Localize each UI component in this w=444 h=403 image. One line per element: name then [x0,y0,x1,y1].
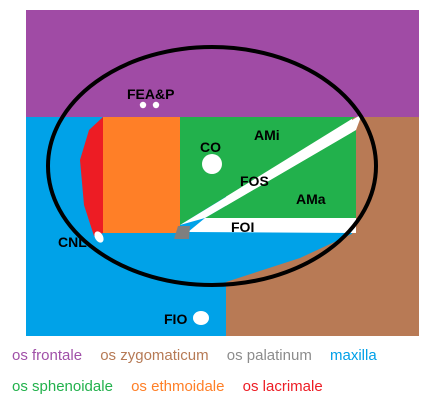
legend-os-frontale: os frontale [12,347,83,364]
legend-maxilla: maxilla [330,347,377,364]
label-cnl: CNL [58,234,87,250]
legend-row-1: os frontale os zygomaticum os palatinum … [12,347,391,364]
fos-fissure [180,114,362,225]
foramen-ethmoidale-anterior [139,101,147,109]
label-co: CO [200,139,221,155]
label-ami: AMi [254,127,280,143]
label-fea-p: FEA&P [127,86,174,102]
label-ama: AMa [296,191,326,207]
foi-fissure [188,218,356,233]
os-lacrimale-region [80,117,103,236]
legend-os-palatinum: os palatinum [226,347,312,364]
orbital-rim-outline [46,45,378,287]
legend-os-lacrimale: os lacrimale [242,378,323,395]
os-sphenoidale-upper [180,117,355,225]
os-frontale-region [26,10,419,118]
legend-os-zygomaticum: os zygomaticum [100,347,209,364]
os-zygomaticum-lower [226,232,419,336]
legend-os-ethmoidale: os ethmoidale [131,378,225,395]
os-palatinum-region [174,226,190,239]
canalis-opticus-hole [202,154,222,174]
label-fos: FOS [240,173,269,189]
legend-row-2: os sphenoidale os ethmoidale os lacrimal… [12,378,337,395]
legend-os-sphenoidale: os sphenoidale [12,378,113,395]
foramen-ethmoidale-posterior [152,101,160,109]
label-fio: FIO [164,311,187,327]
foramen-infraorbitale-hole [193,311,209,325]
canalis-nasolacrimalis-hole [94,231,104,243]
os-ethmoidale-region [103,117,180,233]
label-foi: FOI [231,219,254,235]
